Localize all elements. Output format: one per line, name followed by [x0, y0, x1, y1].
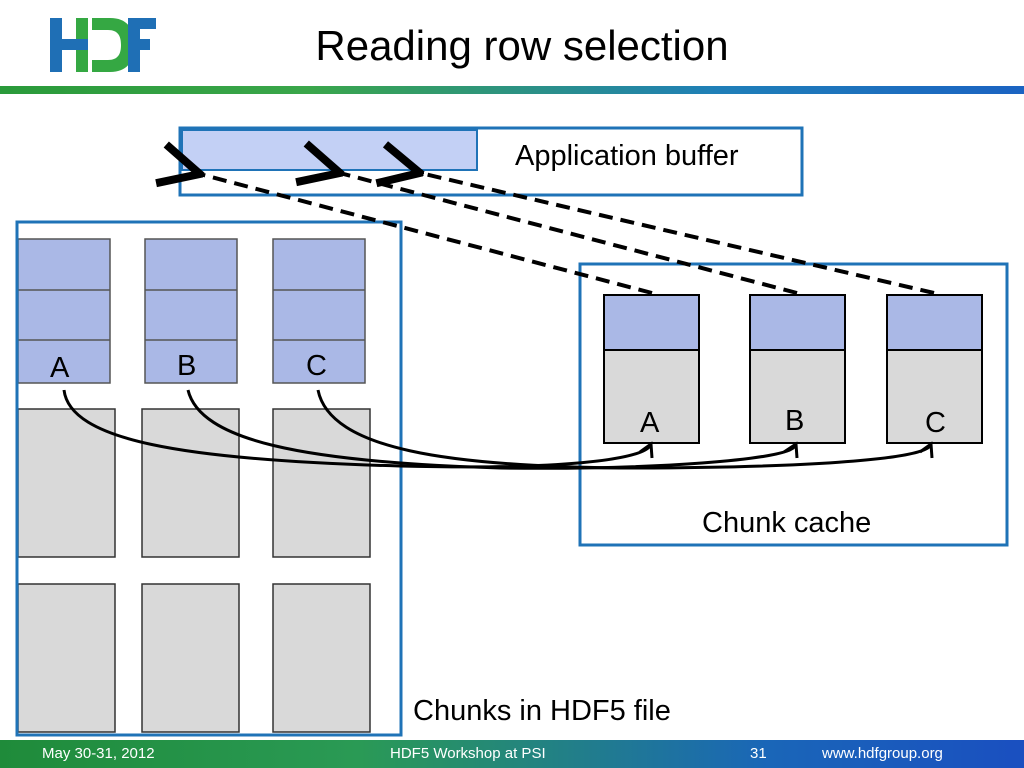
slide-title: Reading row selection: [315, 22, 729, 69]
load-arrow-a: [62, 389, 652, 469]
footer-date: May 30-31, 2012: [42, 745, 155, 762]
cache-chunk-label-b: B: [785, 405, 804, 437]
load-arrow-c: [316, 389, 932, 470]
cache-chunk-b: B: [749, 294, 846, 444]
diagram: Application buffer A B C: [15, 126, 1009, 737]
arrowhead: [639, 441, 654, 459]
hdf5-file-label: Chunks in HDF5 file: [413, 695, 671, 727]
title-divider: [0, 86, 1024, 94]
file-chunk-c: C: [272, 238, 366, 384]
chunk-cache-label: Chunk cache: [702, 507, 871, 539]
file-chunk: [17, 408, 116, 558]
copy-arrow-b: [336, 172, 798, 295]
file-chunk-label-a: A: [50, 352, 70, 384]
cache-chunk-c: C: [886, 294, 983, 444]
logo-glyphs: [50, 18, 156, 72]
file-chunk-label-b: B: [177, 350, 196, 382]
footer-bar: May 30-31, 2012 HDF5 Workshop at PSI 31 …: [0, 740, 1024, 768]
cache-chunk-label-c: C: [925, 407, 946, 439]
application-buffer-label: Application buffer: [515, 140, 739, 172]
file-chunk-b: B: [144, 238, 238, 384]
application-buffer: Application buffer: [178, 126, 804, 197]
footer-url[interactable]: www.hdfgroup.org: [822, 745, 943, 762]
hdf-logo: [50, 18, 156, 72]
arrowhead: [783, 441, 799, 459]
arrowhead: [919, 441, 934, 459]
cache-chunk-a: A: [603, 294, 700, 444]
file-chunk: [141, 408, 240, 558]
footer-event: HDF5 Workshop at PSI: [390, 745, 546, 762]
cache-chunk-label-a: A: [640, 407, 660, 439]
file-chunk: [272, 408, 371, 558]
copy-arrows: [196, 172, 935, 295]
application-buffer-filled-region: [181, 129, 478, 171]
copy-arrow-c: [416, 172, 935, 295]
file-chunk: [141, 583, 240, 733]
hdf5-file-chunks: A B C Chunks in HDF5 file: [15, 220, 671, 737]
load-arrows: [62, 389, 934, 470]
copy-arrow-a: [196, 173, 653, 295]
file-chunk: [17, 583, 116, 733]
file-chunk-a: A: [17, 238, 111, 384]
hdf5-file-frame: [15, 220, 403, 737]
footer-page-number: 31: [750, 745, 767, 762]
load-arrow-b: [186, 389, 797, 470]
file-chunk: [272, 583, 371, 733]
chunk-cache: A B C Chunk cache: [578, 262, 1009, 547]
file-chunk-label-c: C: [306, 350, 327, 382]
